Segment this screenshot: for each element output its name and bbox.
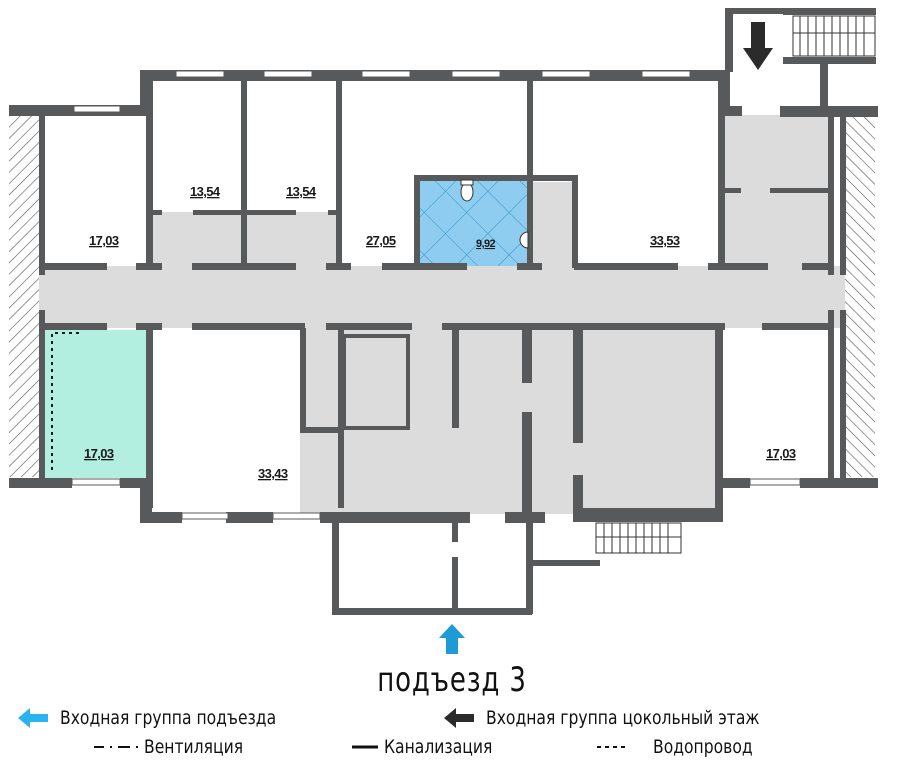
legend-label: Входная группа подъезда: [60, 707, 277, 729]
room-area-label: 33,43: [258, 466, 288, 481]
walls: [9, 8, 878, 615]
room-area-label: 9,92: [476, 238, 495, 250]
toilet-icon: [460, 179, 474, 202]
entrance-title: подъезд 3: [377, 660, 527, 700]
legend-label: Вентиляция: [144, 736, 244, 758]
hatched-wall-east: [845, 115, 875, 477]
basement-entrance-arrow-icon: [743, 22, 773, 70]
stairs-entrance: [595, 522, 682, 554]
room-area-label: 17,03: [766, 446, 796, 461]
dark-arrow-left-icon: [444, 708, 474, 728]
legend-label: Водопровод: [653, 736, 753, 758]
highlighted-room-fill: [44, 330, 147, 478]
stairs-basement: [792, 15, 876, 57]
dash-dot-line-icon: [94, 746, 138, 748]
floor-plan: 17,03 13,54 13,54 27,05 9,92 33,53 17,03…: [9, 8, 878, 654]
solid-line-icon: [352, 745, 378, 749]
hatched-wall-west: [9, 115, 39, 477]
legend-basement-entrance-group: Входная группа цокольный этаж: [442, 707, 819, 729]
windows: [71, 70, 801, 520]
legend-label: Входная группа цокольный этаж: [486, 707, 760, 729]
room-area-label: 27,05: [366, 233, 396, 248]
room-area-label: 13,54: [286, 184, 317, 199]
legend-label: Канализация: [384, 736, 493, 758]
water-supply-line: [51, 332, 80, 470]
room-area-label: 13,54: [190, 184, 221, 199]
blue-arrow-left-icon: [18, 708, 48, 728]
dashed-line-icon: [597, 746, 629, 748]
room-area-label: 17,03: [84, 446, 114, 461]
legend-sewerage: Канализация: [350, 736, 516, 758]
corridor-floor: [39, 115, 845, 514]
legend-water-supply: Водопровод: [595, 736, 775, 758]
room-area-label: 33,53: [650, 233, 680, 248]
bathroom-tiles: [420, 180, 528, 266]
entrance-arrow-icon: [439, 624, 465, 654]
legend-ventilation: Вентиляция: [92, 736, 265, 758]
sink-icon: [519, 231, 529, 249]
room-area-label: 17,03: [89, 233, 119, 248]
legend-entrance-group: Входная группа подъезда: [16, 707, 324, 729]
